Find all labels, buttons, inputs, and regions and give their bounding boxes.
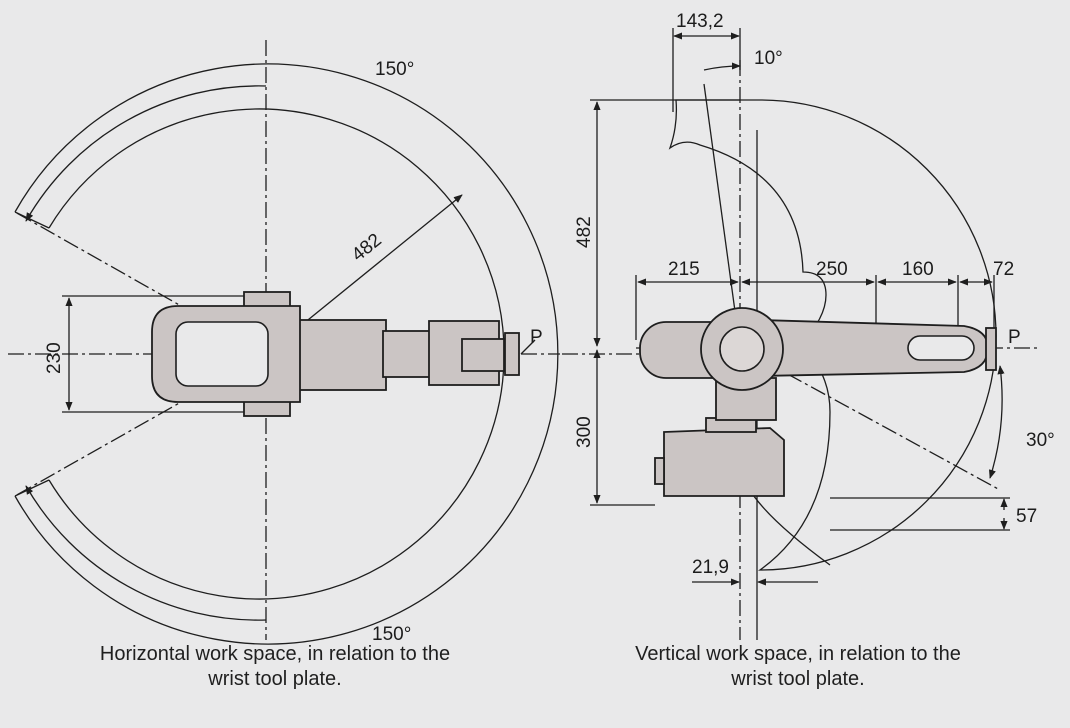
horizontal-width-label: 230 [44, 342, 65, 374]
vertical-offset-label: 143,2 [676, 11, 724, 32]
vertical-dim-215: 215 [668, 259, 700, 280]
angle-arrow-bottom [25, 485, 267, 621]
horizontal-p-leader [520, 339, 536, 355]
vertical-view: 143,2 10° 482 300 215 250 160 72 P 30° 5… [562, 11, 1055, 640]
angle-arrow-top [25, 85, 267, 222]
vertical-dim-250: 250 [816, 259, 848, 280]
reach-line [703, 83, 741, 349]
vertical-envelope [668, 99, 997, 571]
vertical-height-down: 300 [574, 416, 595, 448]
vertical-height-up: 482 [574, 216, 595, 248]
horizontal-caption-line2: wrist tool plate. [208, 668, 342, 690]
vertical-angle-10: 10° [754, 48, 783, 69]
vertical-caption-line2: wrist tool plate. [731, 668, 865, 690]
horizontal-angle-top: 150° [375, 59, 414, 80]
robot-top-view [151, 291, 520, 417]
vertical-dim-160: 160 [902, 259, 934, 280]
horizontal-caption: Horizontal work space, in relation to th… [10, 642, 540, 692]
horizontal-p-label: P [530, 327, 543, 348]
vertical-dim-57: 57 [1016, 506, 1037, 527]
vertical-caption-line1: Vertical work space, in relation to the [635, 643, 961, 665]
angle-10-arrow [703, 62, 741, 71]
vertical-caption: Vertical work space, in relation to the … [548, 642, 1048, 692]
vertical-dim-72: 72 [993, 259, 1014, 280]
vertical-p-label: P [1008, 327, 1021, 348]
horizontal-radius-label: 482 [348, 230, 386, 266]
vertical-dim-21-9: 21,9 [692, 557, 729, 578]
horizontal-angle-bottom: 150° [372, 624, 411, 645]
robot-side-view [639, 307, 997, 497]
vertical-angle-30: 30° [1026, 430, 1055, 451]
angle-30-arrow [988, 365, 1005, 479]
horizontal-caption-line1: Horizontal work space, in relation to th… [99, 643, 451, 665]
horizontal-view: 150° 150° 482 230 P [8, 40, 560, 645]
